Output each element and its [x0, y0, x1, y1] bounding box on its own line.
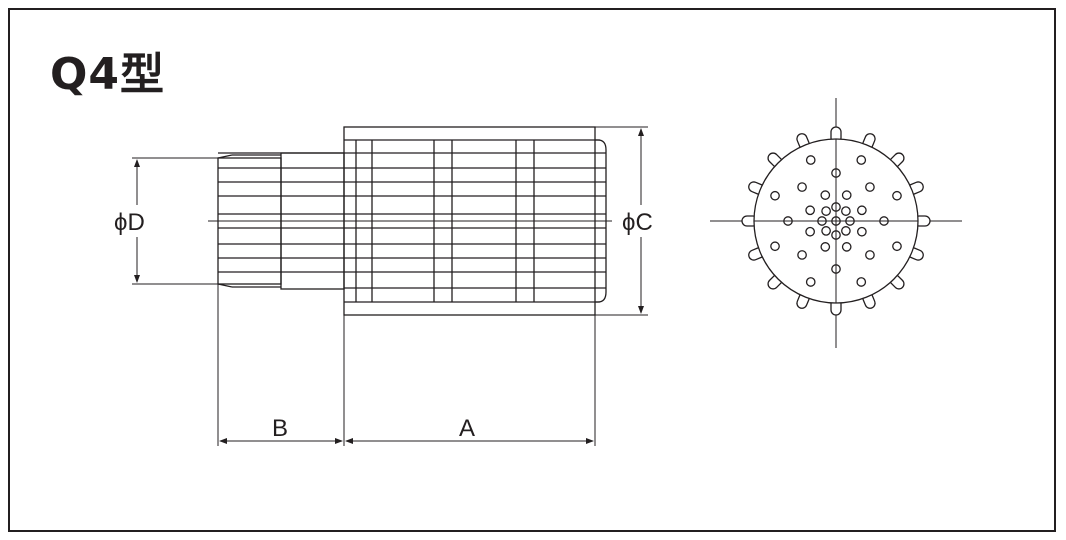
end-view-hole — [805, 155, 816, 165]
dimension-lines — [132, 126, 648, 446]
page-title: Q4型 — [50, 49, 166, 100]
end-view-hole — [821, 206, 831, 216]
inlet-taper-bottom — [217, 283, 233, 288]
end-view-hole — [831, 230, 841, 240]
end-view-hole — [841, 190, 852, 200]
end-view-hole — [820, 190, 831, 200]
end-view-hole — [770, 241, 780, 252]
end-view-hole — [805, 205, 815, 216]
end-view-hole — [821, 226, 831, 236]
end-view-hole — [892, 190, 902, 201]
inlet-taper-top — [217, 154, 233, 159]
end-view-hole — [805, 277, 816, 287]
end-view-hole — [857, 205, 867, 216]
end-view-hole — [783, 216, 793, 226]
dimension-arrows — [134, 128, 644, 444]
end-view-hole — [831, 216, 841, 226]
end-view-hole — [831, 264, 841, 274]
end-view-hole — [856, 155, 867, 165]
end-view-hole — [857, 226, 867, 237]
end-view-hole — [841, 226, 851, 236]
end-view-hole — [865, 250, 875, 260]
end-view-hole — [879, 216, 889, 226]
end-view-hole — [892, 241, 902, 252]
b-label: B — [272, 415, 288, 442]
end-view-hole — [841, 206, 851, 216]
end-view-hole — [845, 216, 855, 226]
end-view-hole — [841, 242, 852, 252]
a-label: A — [459, 415, 475, 442]
end-view-hole — [831, 168, 841, 178]
end-view-hole — [865, 182, 875, 192]
end-view-hole — [817, 216, 827, 226]
end-view-hole — [831, 202, 841, 212]
slot-lines — [218, 139, 606, 303]
phi-d-label: ϕD — [114, 209, 145, 236]
end-view-hole — [805, 226, 815, 237]
end-view-hole — [797, 182, 807, 192]
end-view-hole — [770, 190, 780, 201]
end-view-hole — [797, 250, 807, 260]
drawing-frame — [8, 8, 1056, 532]
phi-c-label: ϕC — [622, 209, 653, 236]
side-view — [208, 126, 612, 316]
end-view-hole — [856, 277, 867, 287]
end-view-holes — [770, 155, 902, 287]
end-view-hole — [820, 242, 831, 252]
end-view — [710, 98, 962, 348]
